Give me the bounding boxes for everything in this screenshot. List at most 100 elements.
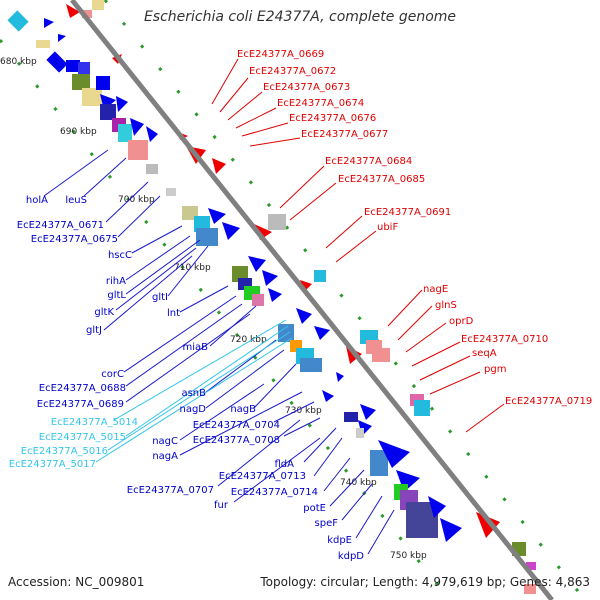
gene-label: leuS xyxy=(65,195,87,206)
feature-block xyxy=(314,270,326,282)
gene-label: EcE24377A_0676 xyxy=(289,113,376,124)
feature-block xyxy=(166,188,176,196)
feature-block xyxy=(196,228,218,246)
gene-label: nagC xyxy=(152,436,178,447)
feature-block xyxy=(278,324,294,342)
gene-label: EcE24377A_0677 xyxy=(301,129,388,140)
outer-dotted-track xyxy=(103,0,587,600)
gene-label: hscC xyxy=(108,250,132,261)
feature-block xyxy=(66,60,80,72)
feature-arrow xyxy=(146,126,158,142)
feature-block xyxy=(82,88,102,106)
feature-arrow xyxy=(262,270,278,286)
gene-label: fldA xyxy=(275,459,295,470)
accession-text: Accession: NC_009801 xyxy=(8,575,145,589)
feature-block xyxy=(370,450,388,476)
gene-label: EcE24377A_0707 xyxy=(127,485,214,496)
gene-label: ubiF xyxy=(377,222,398,233)
feature-block xyxy=(268,214,286,230)
tick-label: 710 kbp xyxy=(174,263,211,273)
gene-label: EcE24377A_0675 xyxy=(31,234,118,245)
gene-label: potE xyxy=(303,503,326,514)
feature-block xyxy=(82,10,92,18)
feature-block xyxy=(36,40,50,48)
gene-label: gltI xyxy=(152,292,168,303)
feature-arrow xyxy=(378,440,410,468)
feature-arrow xyxy=(248,256,266,272)
feature-arrow xyxy=(58,34,66,42)
feature-arrow xyxy=(476,512,500,538)
gene-label: EcE24377A_0685 xyxy=(338,174,425,185)
map-title: Escherichia coli E24377A, complete genom… xyxy=(143,9,457,25)
gene-label: miaB xyxy=(182,342,208,353)
genome-summary-text: Topology: circular; Length: 4,979,619 bp… xyxy=(260,575,590,589)
feature-arrow xyxy=(314,326,330,340)
gene-label: EcE24377A_5015 xyxy=(39,432,126,443)
gene-label: nagD xyxy=(179,404,206,415)
feature-arrow xyxy=(428,496,446,518)
feature-arrow xyxy=(336,372,344,382)
gene-label: glnS xyxy=(435,300,457,311)
gene-label: EcE24377A_0688 xyxy=(39,383,126,394)
feature-block xyxy=(414,400,430,416)
feature-block xyxy=(78,62,90,76)
gene-label: seqA xyxy=(472,348,497,359)
gene-label: EcE24377A_0674 xyxy=(277,98,364,109)
tick-label: 700 kbp xyxy=(118,195,155,205)
forward-gene-labels: EcE24377A_0669 EcE24377A_0672 EcE24377A_… xyxy=(237,49,592,407)
gene-label: EcE24377A_0719 xyxy=(505,396,592,407)
gene-label: EcE24377A_0714 xyxy=(231,487,318,498)
gene-label: nagA xyxy=(152,451,178,462)
feature-arrow xyxy=(440,518,462,542)
feature-block xyxy=(92,0,104,10)
feature-block xyxy=(300,358,322,372)
gene-label: EcE24377A_0708 xyxy=(193,435,280,446)
gene-label: asnB xyxy=(181,388,206,399)
feature-block xyxy=(72,74,90,90)
feature-arrow xyxy=(222,222,240,240)
reverse-strand-features xyxy=(7,10,462,542)
tick-label: 690 kbp xyxy=(60,127,97,137)
feature-arrow xyxy=(360,404,376,420)
feature-block xyxy=(128,140,148,160)
gene-label: pgm xyxy=(484,364,506,375)
gene-label: oprD xyxy=(449,316,474,327)
tick-label: 720 kbp xyxy=(230,335,267,345)
tick-label: 730 kbp xyxy=(285,406,322,416)
feature-arrow xyxy=(130,118,144,136)
rna-gene-labels: EcE24377A_5014 EcE24377A_5015 EcE24377A_… xyxy=(9,417,138,470)
feature-block xyxy=(96,76,110,90)
reverse-leaders xyxy=(43,149,395,555)
feature-block xyxy=(524,584,536,594)
tick-label: 680 kbp xyxy=(0,57,37,67)
gene-label: fur xyxy=(214,500,229,511)
feature-block xyxy=(252,294,264,306)
feature-arrow xyxy=(322,390,334,402)
feature-block xyxy=(356,428,364,438)
gene-label: gltK xyxy=(94,307,114,318)
gene-label: speF xyxy=(315,518,339,529)
gene-label: nagB xyxy=(230,404,256,415)
feature-arrow xyxy=(208,208,226,224)
rna-leaders xyxy=(95,319,293,463)
gene-label: kdpD xyxy=(338,551,364,562)
gene-label: EcE24377A_5016 xyxy=(21,446,108,457)
gene-label: EcE24377A_0672 xyxy=(249,66,336,77)
feature-block xyxy=(344,412,358,422)
gene-label: EcE24377A_0684 xyxy=(325,156,412,167)
gene-label: EcE24377A_0689 xyxy=(37,399,124,410)
feature-block xyxy=(146,164,158,174)
gene-label: EcE24377A_0691 xyxy=(364,207,451,218)
feature-block xyxy=(118,124,132,142)
gene-label: gltL xyxy=(107,290,126,301)
gene-label: EcE24377A_0704 xyxy=(193,420,280,431)
gene-label: nagE xyxy=(423,284,448,295)
tick-label: 740 kbp xyxy=(340,478,377,488)
gene-label: EcE24377A_0713 xyxy=(219,471,306,482)
feature-block xyxy=(372,348,390,362)
gene-label: EcE24377A_5014 xyxy=(51,417,138,428)
gene-label: gltJ xyxy=(86,325,102,336)
feature-arrow xyxy=(116,96,128,112)
